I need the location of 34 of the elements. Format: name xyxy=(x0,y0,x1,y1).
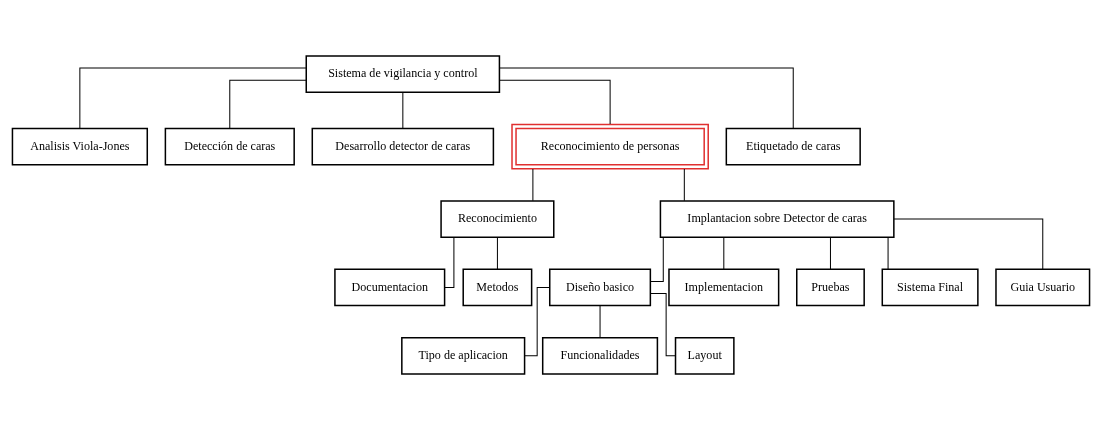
node-box: Guia Usuario xyxy=(995,268,1091,307)
connector xyxy=(599,305,601,338)
connector xyxy=(683,168,685,202)
node-box: Sistema Final xyxy=(881,268,979,307)
connector xyxy=(402,91,404,129)
connector xyxy=(499,67,794,129)
connector xyxy=(496,236,498,270)
node-box: Diseño basico xyxy=(549,268,652,307)
connector xyxy=(229,79,307,129)
connector xyxy=(532,168,534,202)
node-box: Implementacion xyxy=(668,268,780,307)
connector xyxy=(79,67,307,129)
node-box: Pruebas xyxy=(796,268,865,307)
node-box: Desarrollo detector de caras xyxy=(311,127,495,166)
connector xyxy=(499,79,611,125)
connector xyxy=(723,236,725,270)
node-box: Layout xyxy=(674,337,735,375)
node-box: Analisis Viola-Jones xyxy=(11,127,149,166)
node-box: Reconocimiento xyxy=(440,200,555,238)
connector xyxy=(649,292,676,357)
connector xyxy=(893,218,1044,270)
connector xyxy=(829,236,831,270)
node-box: Implantacion sobre Detector de caras xyxy=(659,200,895,238)
node-box: Metodos xyxy=(462,268,533,307)
connector xyxy=(444,236,455,288)
node-box: Reconocimiento de personas xyxy=(511,123,709,170)
connector xyxy=(887,236,889,270)
node-box: Sistema de vigilancia y control xyxy=(305,55,501,93)
node-box: Etiquetado de caras xyxy=(725,127,861,166)
node-box: Documentacion xyxy=(334,268,446,307)
node-box: Detección de caras xyxy=(164,127,295,166)
connector xyxy=(649,236,664,282)
node-box: Tipo de aplicacion xyxy=(401,337,526,375)
node-box: Funcionalidades xyxy=(541,337,659,375)
